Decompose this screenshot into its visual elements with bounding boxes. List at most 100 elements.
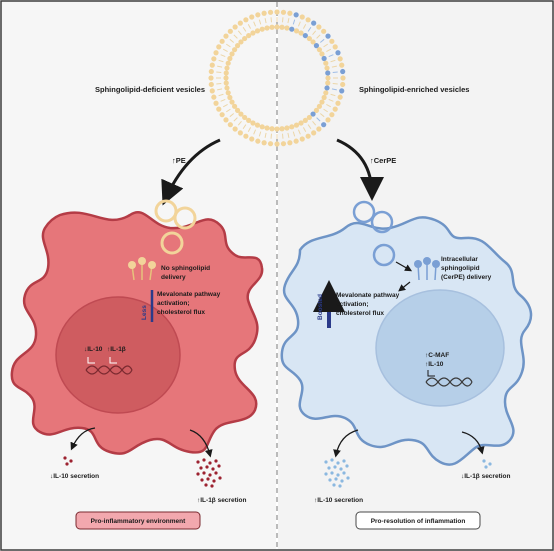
lipid-head bbox=[313, 43, 320, 49]
lipid-head bbox=[287, 140, 293, 146]
cytokine-particle bbox=[211, 467, 215, 471]
lipid-head bbox=[249, 14, 255, 20]
cytokine-particle bbox=[342, 471, 346, 475]
lipid-head bbox=[238, 39, 244, 45]
lipid-head bbox=[255, 138, 261, 144]
lipid-head bbox=[293, 122, 300, 128]
lipid-tail bbox=[319, 38, 325, 43]
lipid-tail bbox=[233, 117, 238, 122]
lipid-head bbox=[299, 14, 305, 20]
lipid-head bbox=[339, 88, 345, 94]
left-mevalonate-line3: cholesterol flux bbox=[157, 309, 205, 316]
lipid-head bbox=[229, 51, 235, 57]
lipid-head bbox=[329, 112, 335, 118]
lipid-head bbox=[337, 56, 343, 62]
lipid-tail bbox=[222, 103, 228, 108]
lipid-tail bbox=[316, 34, 321, 39]
left-arrow bbox=[161, 138, 221, 206]
lipid-tail bbox=[217, 65, 223, 68]
lipid-head bbox=[224, 65, 230, 71]
cytokine-particle bbox=[202, 458, 206, 462]
lipid-tail bbox=[264, 132, 267, 138]
lipid-head bbox=[216, 106, 222, 112]
cytokine-particle bbox=[330, 458, 334, 462]
lipid-head bbox=[209, 88, 215, 94]
cytokine-particle bbox=[333, 465, 337, 469]
lipid-head bbox=[310, 111, 316, 117]
lipid-head bbox=[261, 140, 267, 146]
left-arrow-label: ↑PE bbox=[172, 156, 186, 165]
right-delivery-arrow bbox=[395, 261, 413, 272]
left-lipid-cluster bbox=[128, 257, 156, 281]
cytokine-particle bbox=[202, 471, 206, 475]
cytokine-particle bbox=[328, 478, 332, 482]
lipid-head bbox=[227, 55, 233, 62]
lipid-tail bbox=[233, 34, 238, 39]
cytokine-particle bbox=[334, 477, 338, 481]
right-small-vesicle bbox=[352, 200, 376, 224]
lipid-head bbox=[209, 62, 215, 68]
lipid-tail bbox=[237, 30, 242, 36]
lipid-head bbox=[219, 112, 225, 118]
pro-inflammatory-badge bbox=[75, 511, 201, 530]
lipid-head bbox=[305, 17, 311, 23]
lipid-head bbox=[321, 28, 327, 34]
lipid-head bbox=[246, 117, 252, 124]
lipid-head bbox=[306, 35, 312, 42]
lipid-tail bbox=[319, 113, 325, 118]
cytokine-particle bbox=[336, 473, 340, 477]
lipid-head bbox=[242, 35, 248, 42]
lipid-head bbox=[289, 26, 295, 32]
lipid-head bbox=[280, 141, 287, 147]
lipid-head bbox=[332, 44, 338, 50]
lipid-head bbox=[264, 125, 270, 131]
lipid-tail bbox=[253, 129, 257, 135]
lipid-head bbox=[254, 122, 261, 128]
lipid-tail bbox=[226, 108, 231, 113]
lipid-head bbox=[319, 51, 325, 57]
cytokine-particle bbox=[206, 477, 210, 481]
lipid-head bbox=[284, 25, 290, 31]
lipid-head bbox=[213, 100, 219, 106]
lipid-head bbox=[274, 141, 280, 147]
cytokine-particle bbox=[218, 476, 222, 480]
lipid-tail bbox=[247, 23, 252, 29]
lipid-head bbox=[249, 136, 255, 142]
lipid-head bbox=[225, 60, 231, 66]
lipid-tail bbox=[222, 48, 228, 53]
cytokine-particle bbox=[196, 472, 200, 476]
lipid-head bbox=[274, 126, 280, 132]
lipid-head bbox=[238, 111, 244, 117]
lipid-head bbox=[231, 47, 238, 53]
lipid-head bbox=[299, 136, 305, 142]
lipid-head bbox=[340, 68, 346, 75]
no-delivery-line2: delivery bbox=[161, 274, 186, 281]
left-dna-icon bbox=[85, 357, 133, 375]
lipid-head bbox=[223, 75, 229, 81]
lipid-head bbox=[332, 106, 338, 112]
right-mevalonate-line2: activation; bbox=[336, 301, 369, 308]
left-il10-secretion-label: ↓IL-10 secretion bbox=[50, 473, 99, 480]
cytokine-particle bbox=[214, 471, 218, 475]
right-arrow-label: ↑CerPE bbox=[370, 156, 396, 165]
lipid-tail bbox=[220, 54, 226, 58]
lipid-head bbox=[216, 44, 222, 50]
lipid-head bbox=[243, 17, 249, 23]
lipid-head bbox=[335, 50, 341, 56]
lipid-head bbox=[229, 99, 235, 105]
lipid-tail bbox=[247, 127, 252, 133]
right-il1b-secretion-label: ↓IL-1β secretion bbox=[461, 473, 511, 480]
lipid-tail bbox=[258, 19, 262, 25]
cytokine-particle bbox=[342, 459, 346, 463]
cytokine-particle bbox=[327, 466, 331, 470]
lipid-head bbox=[231, 103, 238, 109]
lipid-tail bbox=[326, 103, 332, 108]
lipid-tail bbox=[292, 19, 296, 25]
lipid-head bbox=[259, 124, 265, 130]
lipid-tail bbox=[218, 59, 224, 63]
lipid-head bbox=[324, 65, 330, 71]
left-il10-dots bbox=[63, 456, 73, 466]
cytokine-particle bbox=[199, 466, 203, 470]
lipid-tail bbox=[328, 98, 334, 102]
lipid-head bbox=[287, 10, 293, 16]
